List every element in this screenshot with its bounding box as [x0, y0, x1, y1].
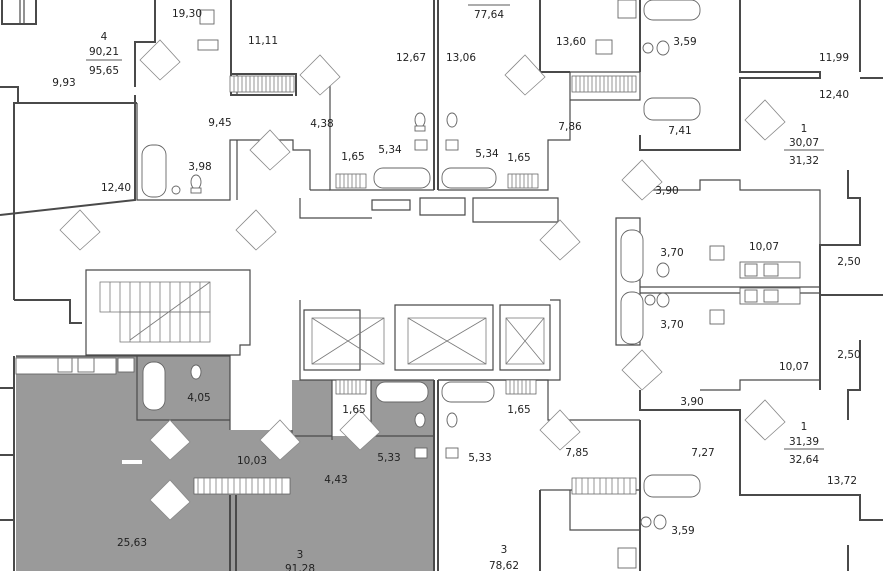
room-label: 3,70 [660, 247, 683, 259]
apt-1a-rooms: 1 [801, 123, 808, 135]
room-label: 12,40 [101, 182, 131, 194]
room-label: 4,05 [187, 392, 210, 404]
room-label: 10,07 [749, 241, 779, 253]
room-label: 3,90 [655, 185, 678, 197]
elevator-shafts [311, 317, 545, 365]
apt-1b-living: 31,39 [789, 436, 819, 448]
apt-3-rooms: 3 [297, 549, 304, 561]
doors [59, 39, 786, 521]
apt-1a-total: 31,32 [789, 155, 819, 167]
room-label: 4,38 [310, 118, 333, 130]
room-label: 10,03 [237, 455, 267, 467]
room-label: 7,27 [691, 447, 714, 459]
room-label: 13,06 [446, 52, 476, 64]
room-label: 4,43 [324, 474, 347, 486]
interior-walls [16, 0, 821, 531]
room-labels: 19,30 11,11 9,93 12,67 13,06 13,60 3,59 … [52, 8, 860, 549]
room-label: 5,34 [378, 144, 402, 156]
room-label: 7,41 [668, 125, 691, 137]
room-label: 3,98 [188, 161, 211, 173]
apt-1a-living: 30,07 [789, 137, 819, 149]
room-label: 12,40 [819, 89, 849, 101]
room-label: 5,33 [377, 452, 400, 464]
room-label: 13,72 [827, 475, 857, 487]
apt-4-living: 90,21 [89, 46, 119, 58]
apt-3b-rooms: 3 [501, 544, 508, 556]
room-label: 9,93 [52, 77, 75, 89]
room-label: 3,90 [680, 396, 703, 408]
room-label: 1,65 [507, 404, 530, 416]
room-label: 7,85 [565, 447, 588, 459]
kitchens [15, 0, 801, 569]
room-label: 19,30 [172, 8, 202, 20]
apt-1b-rooms: 1 [801, 421, 808, 433]
highlighted-apartment[interactable] [16, 356, 434, 571]
toilets-sinks [171, 9, 670, 530]
room-label: 5,34 [475, 148, 499, 160]
room-label: 12,67 [396, 52, 426, 64]
room-label: 11,99 [819, 52, 849, 64]
apt-3-living: 91,28 [285, 563, 315, 571]
room-label: 3,59 [671, 525, 694, 537]
room-label: 9,45 [208, 117, 231, 129]
room-label: 25,63 [117, 537, 147, 549]
apartment-labels: 4 90,21 95,65 77,64 1 30,07 31,32 1 31,3… [86, 4, 824, 571]
bathtubs [141, 0, 701, 498]
apt-4-rooms: 4 [101, 31, 108, 43]
room-label: 5,33 [468, 452, 491, 464]
room-label: 11,11 [248, 35, 278, 47]
apt-1b-total: 32,64 [789, 454, 819, 466]
apt-4-total: 95,65 [89, 65, 119, 77]
door-gap [122, 460, 142, 464]
apt-3b-living: 78,62 [489, 560, 519, 571]
room-label: 13,60 [556, 36, 586, 48]
room-label: 3,70 [660, 319, 683, 331]
room-label: 7,86 [558, 121, 582, 133]
room-label: 10,07 [779, 361, 809, 373]
room-label: 1,65 [341, 151, 364, 163]
radiators [193, 75, 637, 495]
room-label: 1,65 [507, 152, 530, 164]
room-label: 2,50 [837, 349, 860, 361]
staircase [99, 281, 211, 343]
room-label: 3,59 [673, 36, 696, 48]
room-label: 2,50 [837, 256, 860, 268]
room-label: 1,65 [342, 404, 365, 416]
apt-top-center-total: 77,64 [474, 9, 504, 21]
